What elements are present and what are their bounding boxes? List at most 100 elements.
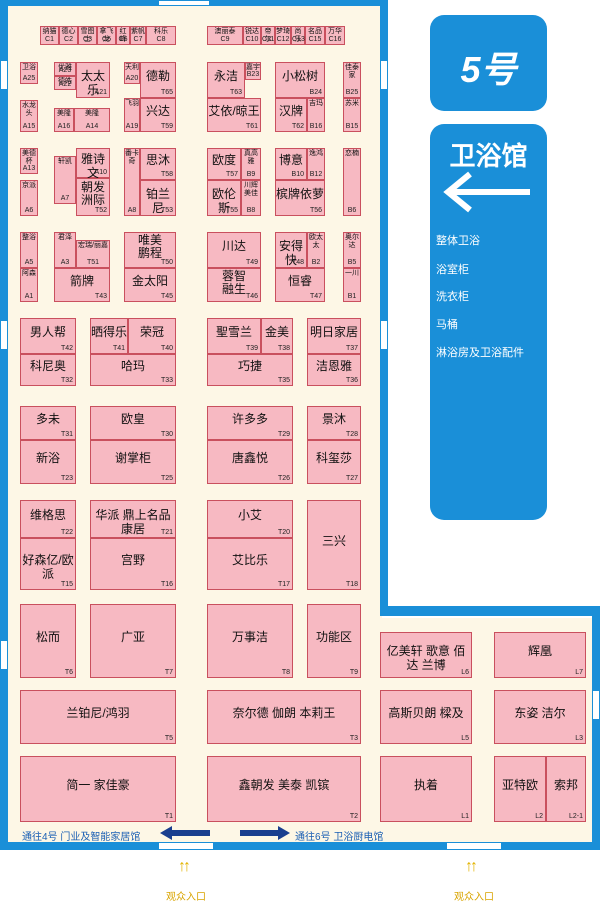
booth-b8[interactable]: 川辉 美佳B8 — [241, 180, 261, 216]
booth-b23[interactable]: 嘉宇B23 — [245, 62, 261, 80]
booth-c3[interactable]: 雪图士C3 — [78, 26, 97, 45]
booth-c6[interactable]: 红峰C6 — [116, 26, 130, 45]
booth-t16[interactable]: 宫野T16 — [90, 538, 176, 590]
booth-t22[interactable]: 维格思T22 — [20, 500, 76, 538]
booth-t2[interactable]: 鑫朝发 美泰 凯镔T2 — [207, 756, 361, 822]
booth-a6[interactable]: 京派A6 — [20, 180, 38, 216]
booth-t30[interactable]: 欧皇T30 — [90, 406, 176, 440]
booth-a13[interactable]: 美德杯A13 — [20, 148, 38, 174]
booth-b5[interactable]: 奥尔达B5 — [343, 232, 361, 268]
booth-c7[interactable]: 紫帆C7 — [130, 26, 146, 45]
booth-a10[interactable]: 雅诗文A10 — [76, 148, 110, 179]
booth-t35[interactable]: 巧捷T35 — [207, 354, 293, 386]
booth-b12[interactable]: 逸鸿B12 — [307, 148, 325, 180]
booth-t63[interactable]: 永洁T63 — [207, 62, 245, 98]
booth-c10[interactable]: 锐达C10 — [243, 26, 261, 45]
booth-t49[interactable]: 川达T49 — [207, 232, 261, 268]
booth-b9[interactable]: 真高雅B9 — [241, 148, 261, 180]
booth-b1[interactable]: 一川B1 — [343, 268, 361, 302]
booth-t57[interactable]: 欧度T57 — [207, 148, 241, 180]
booth-l3[interactable]: 东姿 洁尔L3 — [494, 690, 586, 744]
booth-l2[interactable]: 亚特欧L2 — [494, 756, 546, 822]
booth-a5[interactable]: 整浴A5 — [20, 232, 38, 268]
booth-t9[interactable]: 功能区T9 — [307, 604, 361, 678]
booth-t15[interactable]: 好森亿/欧派T15 — [20, 538, 76, 590]
booth-t45[interactable]: 金太阳T45 — [124, 268, 176, 302]
booth-t26[interactable]: 唐鑫悦T26 — [207, 440, 293, 484]
booth-a22[interactable]: 德皓A22 — [54, 76, 76, 90]
booth-a19[interactable]: 飞羽A19 — [124, 98, 140, 132]
booth-t20[interactable]: 小艾T20 — [207, 500, 293, 538]
booth-t27[interactable]: 科玺莎T27 — [307, 440, 361, 484]
booth-t3[interactable]: 奈尔德 伽朗 本莉王T3 — [207, 690, 361, 744]
booth-c11[interactable]: 帝尔C11 — [261, 26, 275, 45]
booth-a15[interactable]: 水龙头A15 — [20, 100, 38, 132]
booth-a20[interactable]: 天利A20 — [124, 62, 140, 84]
booth-t59[interactable]: 兴达T59 — [140, 98, 176, 132]
booth-t31[interactable]: 多未T31 — [20, 406, 76, 440]
booth-a1[interactable]: 阿森A1 — [20, 268, 38, 302]
booth-b15[interactable]: 苏米B15 — [343, 98, 361, 132]
booth-t38[interactable]: 金美T38 — [261, 318, 293, 354]
booth-t5[interactable]: 兰铂尼/鸿羽T5 — [20, 690, 176, 744]
booth-t29[interactable]: 许多多T29 — [207, 406, 293, 440]
booth-t1[interactable]: 简一 家佳豪T1 — [20, 756, 176, 822]
booth-t7[interactable]: 广亚T7 — [90, 604, 176, 678]
booth-a23[interactable]: 优雅A23 — [54, 62, 76, 76]
booth-t40[interactable]: 荣冠T40 — [128, 318, 176, 354]
booth-b16[interactable]: 吉玛B16 — [307, 98, 325, 132]
booth-c16[interactable]: 万华C16 — [325, 26, 345, 45]
booth-c5[interactable]: 拿飞龙C5 — [97, 26, 116, 45]
booth-t41[interactable]: 晒得乐T41 — [90, 318, 128, 354]
booth-t33[interactable]: 哈玛T33 — [90, 354, 176, 386]
booth-t43[interactable]: 箭牌T43 — [54, 268, 110, 302]
booth-t48[interactable]: 安得快T48 — [275, 232, 307, 268]
booth-t58[interactable]: 思沐T58 — [140, 148, 176, 180]
booth-t8[interactable]: 万事洁T8 — [207, 604, 293, 678]
booth-t47[interactable]: 恒睿T47 — [275, 268, 325, 302]
booth-t23[interactable]: 新浴T23 — [20, 440, 76, 484]
booth-c9[interactable]: 澳丽泰C9 — [207, 26, 243, 45]
booth-t61[interactable]: 艾依/晾王T61 — [207, 98, 261, 132]
booth-t65[interactable]: 德勒T65 — [140, 62, 176, 98]
booth-t51[interactable]: 宏瑞/丽嘉T51 — [76, 240, 110, 268]
booth-a16[interactable]: 美隆A16 — [54, 108, 74, 132]
booth-b24[interactable]: 小松树B24 — [275, 62, 325, 98]
booth-t28[interactable]: 景沐T28 — [307, 406, 361, 440]
booth-a14[interactable]: 美隆A14 — [74, 108, 110, 132]
booth-t52[interactable]: 朝发 洲际T52 — [76, 178, 110, 216]
booth-t53[interactable]: 铂兰尼T53 — [140, 180, 176, 216]
booth-t18[interactable]: 三兴T18 — [307, 500, 361, 590]
booth-l6[interactable]: 亿美轩 歌意 佰达 兰博L6 — [380, 632, 472, 678]
booth-t37[interactable]: 明日家居T37 — [307, 318, 361, 354]
booth-t55[interactable]: 欧伦斯T55 — [207, 180, 241, 216]
booth-b2[interactable]: 欧太太B2 — [307, 232, 325, 268]
booth-a7[interactable]: 轩凯A7 — [54, 156, 76, 204]
booth-t62[interactable]: 汉牌T62 — [275, 98, 307, 132]
booth-a8[interactable]: 番卡奇A8 — [124, 148, 140, 216]
booth-c8[interactable]: 科乐C8 — [146, 26, 176, 45]
booth-c2[interactable]: 德心C2 — [59, 26, 78, 45]
booth-b6[interactable]: 恋楠B6 — [343, 148, 361, 216]
booth-t36[interactable]: 洁恩雅T36 — [307, 354, 361, 386]
booth-b25[interactable]: 佳泰家B25 — [343, 62, 361, 98]
booth-t56[interactable]: 槟牌依萝T56 — [275, 180, 325, 216]
booth-c15[interactable]: 名品C15 — [305, 26, 325, 45]
booth-t39[interactable]: 聖雪兰T39 — [207, 318, 261, 354]
booth-t46[interactable]: 蓉智 融生T46 — [207, 268, 261, 302]
booth-t42[interactable]: 男人帮T42 — [20, 318, 76, 354]
booth-l21[interactable]: 索邦L2-1 — [546, 756, 586, 822]
booth-l1[interactable]: 执着L1 — [380, 756, 472, 822]
booth-t32[interactable]: 科尼奥T32 — [20, 354, 76, 386]
booth-c12[interactable]: 梦琦C12 — [275, 26, 291, 45]
booth-l5[interactable]: 高斯贝朗 樑及L5 — [380, 690, 472, 744]
booth-l7[interactable]: 辉凰L7 — [494, 632, 586, 678]
booth-t21[interactable]: 华派 鼎上名品 康居T21 — [90, 500, 176, 538]
booth-c13[interactable]: 尚乐C13 — [291, 26, 305, 45]
booth-b10[interactable]: 博意B10 — [275, 148, 307, 180]
booth-a3[interactable]: 君泽A3 — [54, 232, 76, 268]
booth-a25[interactable]: 卫浴A25 — [20, 62, 38, 84]
booth-t6[interactable]: 松而T6 — [20, 604, 76, 678]
booth-t25[interactable]: 谢掌柜T25 — [90, 440, 176, 484]
booth-c1[interactable]: 纳猫C1 — [40, 26, 59, 45]
